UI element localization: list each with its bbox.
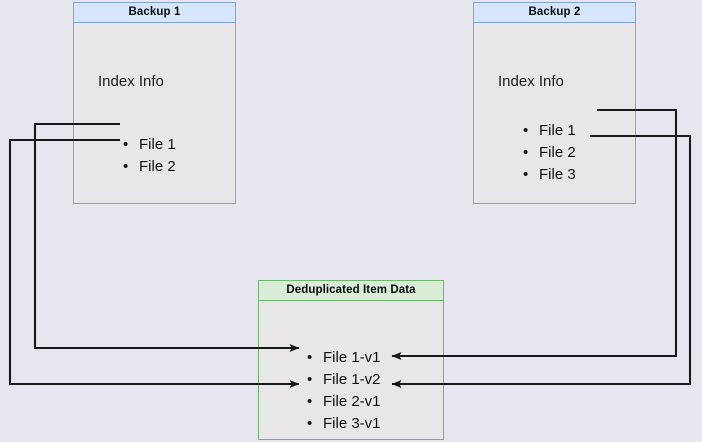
node-backup-1-caption: Index Info — [98, 73, 164, 90]
list-item[interactable]: File 3-v1 — [305, 413, 381, 435]
list-item[interactable]: File 2-v1 — [305, 391, 381, 413]
list-item[interactable]: File 2 — [121, 156, 176, 178]
node-backup-1[interactable]: Backup 1 Index Info File 1 File 2 — [73, 2, 236, 204]
node-deduplicated-item-data-file-list: File 1-v1 File 1-v2 File 2-v1 File 3-v1 — [305, 347, 381, 435]
node-backup-2-title: Backup 2 — [474, 3, 635, 23]
node-backup-2-caption: Index Info — [498, 73, 564, 90]
node-backup-2-file-list: File 1 File 2 File 3 — [521, 120, 576, 186]
node-backup-1-file-list: File 1 File 2 — [121, 134, 176, 178]
node-deduplicated-item-data-body: File 1-v1 File 1-v2 File 2-v1 File 3-v1 — [259, 301, 443, 439]
node-deduplicated-item-data[interactable]: Deduplicated Item Data File 1-v1 File 1-… — [258, 280, 444, 440]
list-item[interactable]: File 3 — [521, 164, 576, 186]
list-item[interactable]: File 1 — [121, 134, 176, 156]
list-item[interactable]: File 2 — [521, 142, 576, 164]
node-backup-1-title: Backup 1 — [74, 3, 235, 23]
list-item[interactable]: File 1-v1 — [305, 347, 381, 369]
list-item[interactable]: File 1-v2 — [305, 369, 381, 391]
list-item[interactable]: File 1 — [521, 120, 576, 142]
node-deduplicated-item-data-title: Deduplicated Item Data — [259, 281, 443, 301]
node-backup-2-body: Index Info File 1 File 2 File 3 — [474, 23, 635, 203]
node-backup-1-body: Index Info File 1 File 2 — [74, 23, 235, 203]
node-backup-2[interactable]: Backup 2 Index Info File 1 File 2 File 3 — [473, 2, 636, 204]
